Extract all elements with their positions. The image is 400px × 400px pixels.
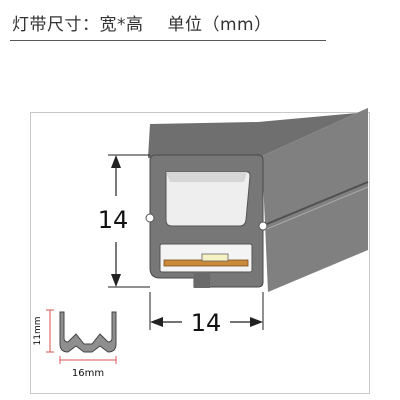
profile-inset: 11mm 16mm [33,309,117,379]
width-arrowhead-left [150,317,163,327]
width-arrowhead-right [250,317,263,327]
unit-label: 单位（mm） [167,15,272,35]
aluminum-profile-shape [59,311,117,353]
right-notch [258,221,268,231]
left-notch [145,213,155,223]
profile-height-label: 11mm [33,317,43,346]
header-divider [10,40,326,41]
height-arrowhead-top [111,155,121,168]
width-label: 14 [191,309,222,337]
height-arrowhead-bottom [111,274,121,287]
diffuser-window [165,171,251,227]
height-label: 14 [98,206,129,234]
diffuser-shadow [166,172,247,182]
led-chip [201,253,229,262]
strip-body [148,108,369,292]
strip-side-surface [262,108,368,292]
width-dimension: 14 [149,292,264,337]
header-title: 灯带尺寸：宽*高 单位（mm） [12,10,272,35]
dimension-title: 灯带尺寸：宽*高 [12,15,144,35]
strip-side-groove-highlight [261,186,369,232]
profile-width-label: 16mm [72,368,104,379]
height-dimension: 14 [98,154,150,288]
diagram-frame [30,112,370,394]
base-stem [194,272,210,288]
strip-side-groove [261,181,369,227]
cross-section [145,154,268,288]
strip-top-surface [148,108,368,158]
